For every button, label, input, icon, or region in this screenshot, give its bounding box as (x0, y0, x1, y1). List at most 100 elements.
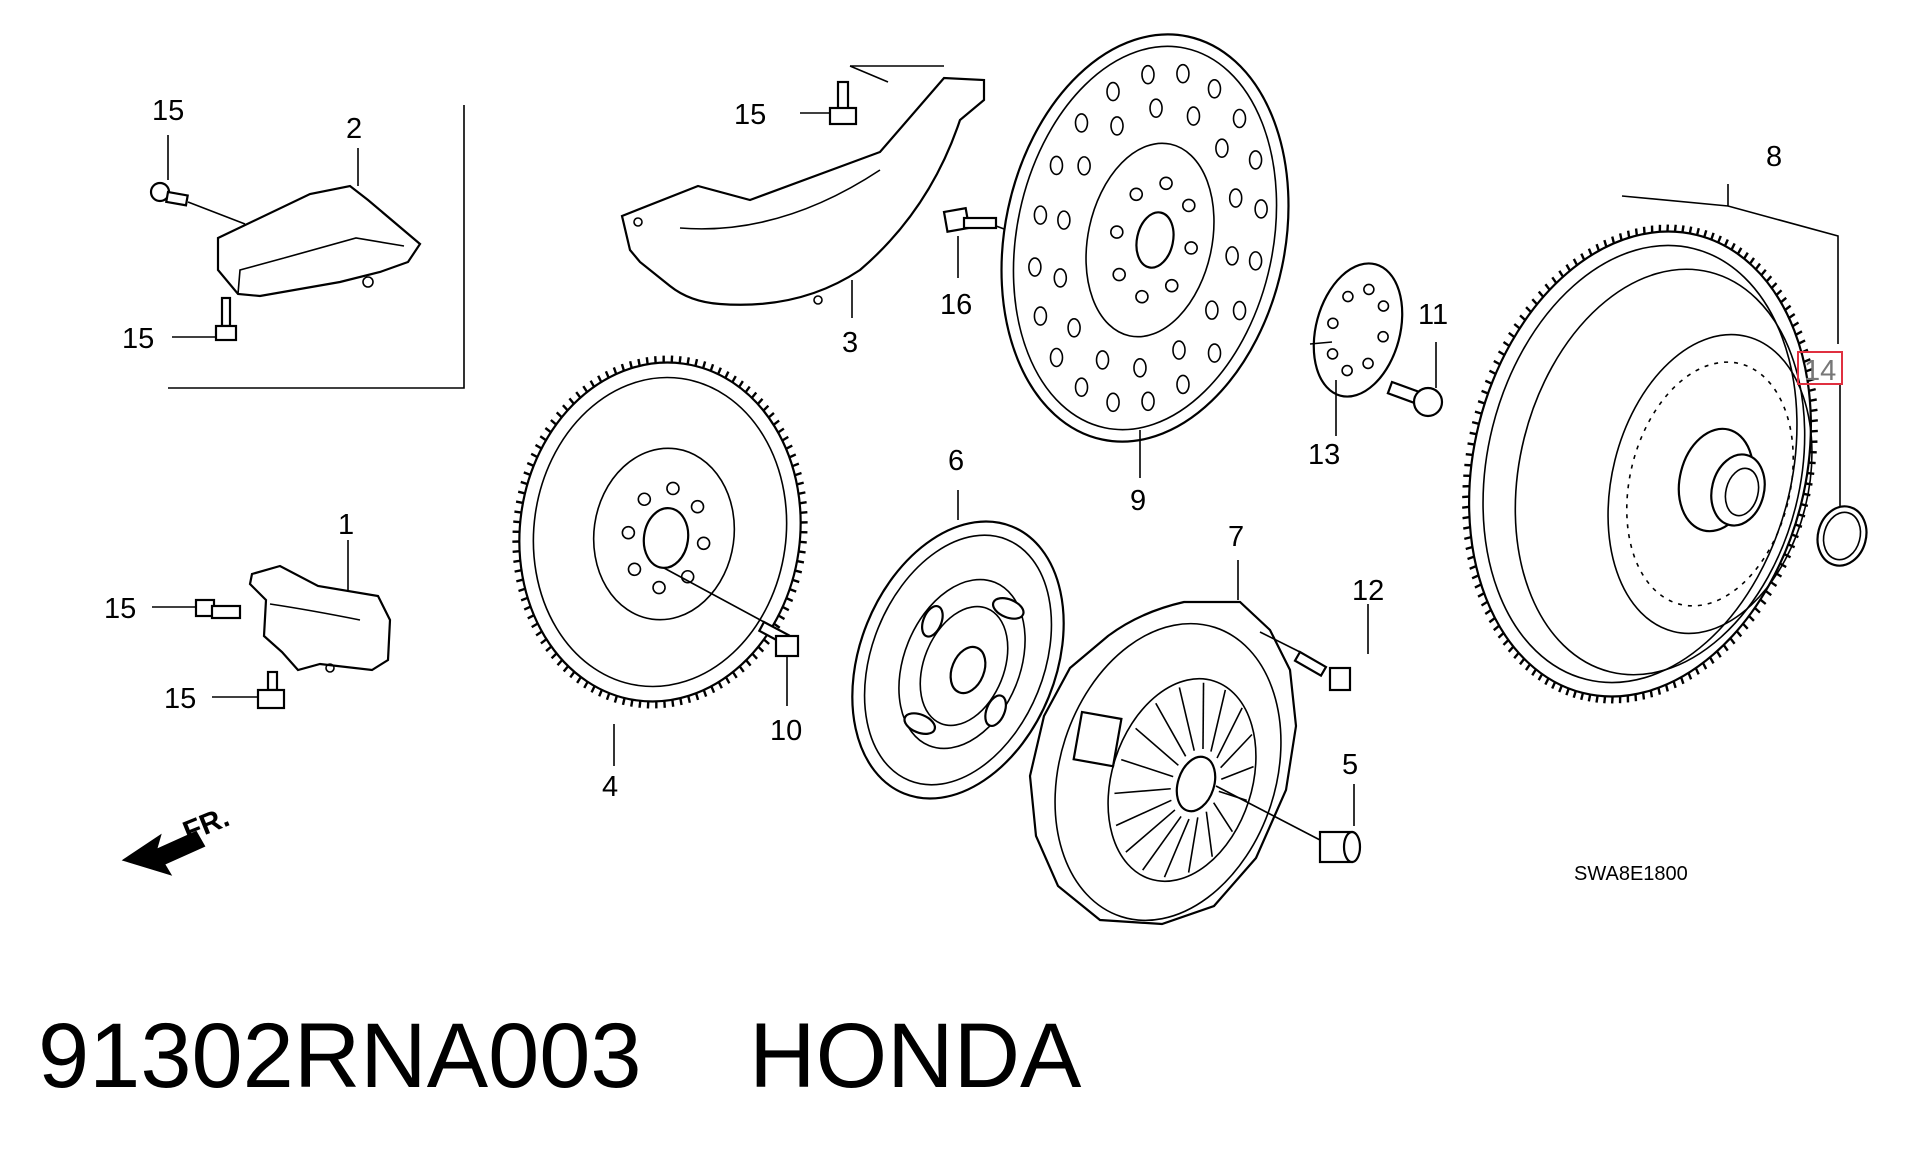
tooth (523, 605, 532, 611)
tooth (679, 697, 683, 706)
tooth (772, 419, 780, 426)
bushing-5[interactable] (1318, 830, 1362, 864)
bolt-15-cover[interactable] (828, 80, 858, 126)
tooth (750, 391, 758, 399)
tooth (1729, 637, 1736, 645)
label-11: 11 (1418, 299, 1448, 331)
tooth (535, 630, 543, 637)
hole (1110, 116, 1124, 136)
tooth (517, 490, 526, 495)
tooth (694, 358, 699, 367)
tooth (1681, 225, 1685, 233)
clutch-disc-6[interactable] (813, 490, 1103, 830)
o-ring-14[interactable] (1811, 501, 1873, 571)
tooth (550, 419, 557, 426)
tooth (1753, 606, 1761, 614)
bolt-16[interactable] (942, 206, 998, 233)
tooth (796, 481, 804, 486)
tooth (604, 370, 610, 379)
tooth (527, 614, 535, 620)
hole (652, 580, 666, 595)
tooth (520, 596, 529, 602)
bolt-12[interactable] (1293, 650, 1352, 692)
tooth (1595, 695, 1599, 703)
diaphragm-finger (1212, 802, 1234, 833)
hole (1377, 330, 1389, 343)
front-marker: FR. (179, 801, 234, 848)
label-3: 3 (842, 327, 858, 359)
tooth (1551, 681, 1557, 690)
tooth (1780, 296, 1787, 304)
tooth (1603, 696, 1607, 704)
front-arrow-icon: FR. (121, 801, 234, 876)
washer-plate-13[interactable] (1300, 253, 1416, 406)
tooth (1618, 233, 1623, 241)
tooth (1508, 331, 1516, 339)
tooth (1497, 632, 1505, 639)
tooth (781, 435, 789, 442)
tooth (1765, 275, 1773, 283)
brand-name: HONDA (749, 1005, 1082, 1107)
tooth (1587, 248, 1593, 256)
diaphragm-finger (1205, 811, 1214, 857)
tooth (620, 363, 626, 372)
hole (627, 562, 642, 577)
tooth (514, 569, 522, 573)
diaphragm-finger (1114, 787, 1171, 795)
hole (637, 492, 652, 507)
tooth (645, 357, 649, 365)
pressure-plate-7[interactable] (1018, 594, 1317, 950)
hole (1106, 392, 1120, 413)
bracket-2-shape[interactable] (216, 184, 422, 298)
bolt-15-top[interactable] (149, 181, 189, 207)
tooth (628, 360, 633, 369)
tooth (709, 363, 715, 372)
bolt-15-lower[interactable] (214, 296, 238, 342)
label-14-highlight[interactable]: 14 (1797, 351, 1843, 387)
tooth (1603, 239, 1608, 248)
tooth (539, 435, 547, 442)
label-9: 9 (1130, 485, 1146, 517)
hole (1074, 377, 1089, 398)
label-12: 12 (1352, 575, 1384, 607)
bolt-10[interactable] (757, 620, 800, 658)
tooth (1759, 598, 1767, 605)
hole (666, 481, 680, 496)
label-5: 5 (1342, 749, 1358, 781)
drive-plate-9[interactable] (965, 7, 1325, 468)
hole (1049, 155, 1064, 176)
tooth (1641, 692, 1646, 700)
tooth (1488, 369, 1497, 375)
tooth (562, 665, 570, 673)
tooth (687, 695, 692, 704)
torque-converter-8[interactable] (1422, 195, 1858, 733)
tooth (1679, 676, 1685, 685)
hole (1141, 64, 1155, 85)
tooth (702, 689, 708, 697)
bolt-15-bracket-upper[interactable] (194, 598, 242, 620)
tooth (514, 510, 522, 514)
cover-plate-3[interactable] (620, 76, 986, 306)
label-2: 2 (346, 113, 362, 145)
tooth (777, 614, 786, 621)
hole (1106, 81, 1120, 102)
diaphragm-finger (1220, 733, 1253, 769)
tooth (1710, 232, 1715, 240)
tooth (1715, 650, 1722, 658)
tooth (512, 549, 520, 553)
tooth (756, 398, 764, 405)
tooth (1558, 685, 1563, 693)
tooth (1465, 545, 1473, 551)
tooth (1519, 658, 1526, 666)
tooth (1493, 359, 1501, 366)
tooth (796, 559, 805, 564)
bolt-11[interactable] (1386, 380, 1444, 418)
label-15-bracket-upper: 15 (104, 593, 136, 625)
flywheel-4[interactable] (498, 344, 823, 720)
hole (1205, 300, 1219, 320)
bolt-15-bracket-lower[interactable] (256, 670, 286, 710)
diaphragm-finger (1135, 727, 1179, 766)
tooth (1736, 247, 1743, 255)
bracket-1[interactable] (248, 564, 392, 673)
tooth (1694, 667, 1700, 675)
